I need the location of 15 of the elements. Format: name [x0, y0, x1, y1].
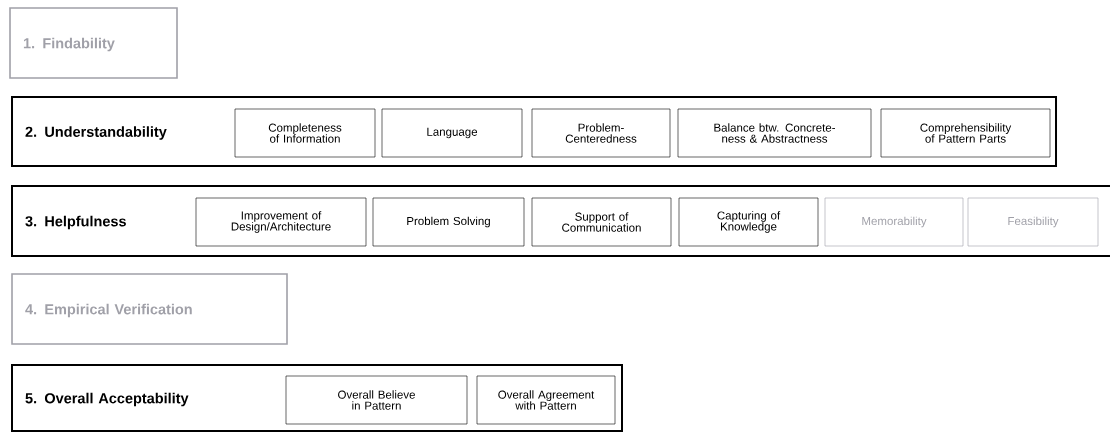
- criterion-box: Comprehensibility of Pattern Parts: [880, 108, 1051, 158]
- criterion-box: Language: [381, 108, 523, 158]
- criterion-box: Balance btw. Concrete-ness & Abstractness: [677, 108, 872, 158]
- criterion-box: Problem-Centeredness: [531, 108, 671, 158]
- category-box: 1. Findability: [9, 7, 178, 79]
- criterion-box: Completeness of Information: [234, 108, 376, 158]
- criterion-box: Capturing of Knowledge: [678, 197, 819, 247]
- criterion-box: Feasibility: [967, 197, 1099, 247]
- criterion-box: Improvement of Design/Architecture: [195, 197, 367, 247]
- category-box: 4. Empirical Verification: [11, 273, 288, 345]
- criterion-box: Memorability: [824, 197, 964, 247]
- criterion-box: Overall Believe in Pattern: [285, 375, 468, 425]
- criterion-box: Problem Solving: [372, 197, 525, 247]
- criterion-box: Support of Communication: [531, 197, 672, 247]
- criterion-box: Overall Agreement with Pattern: [476, 375, 616, 425]
